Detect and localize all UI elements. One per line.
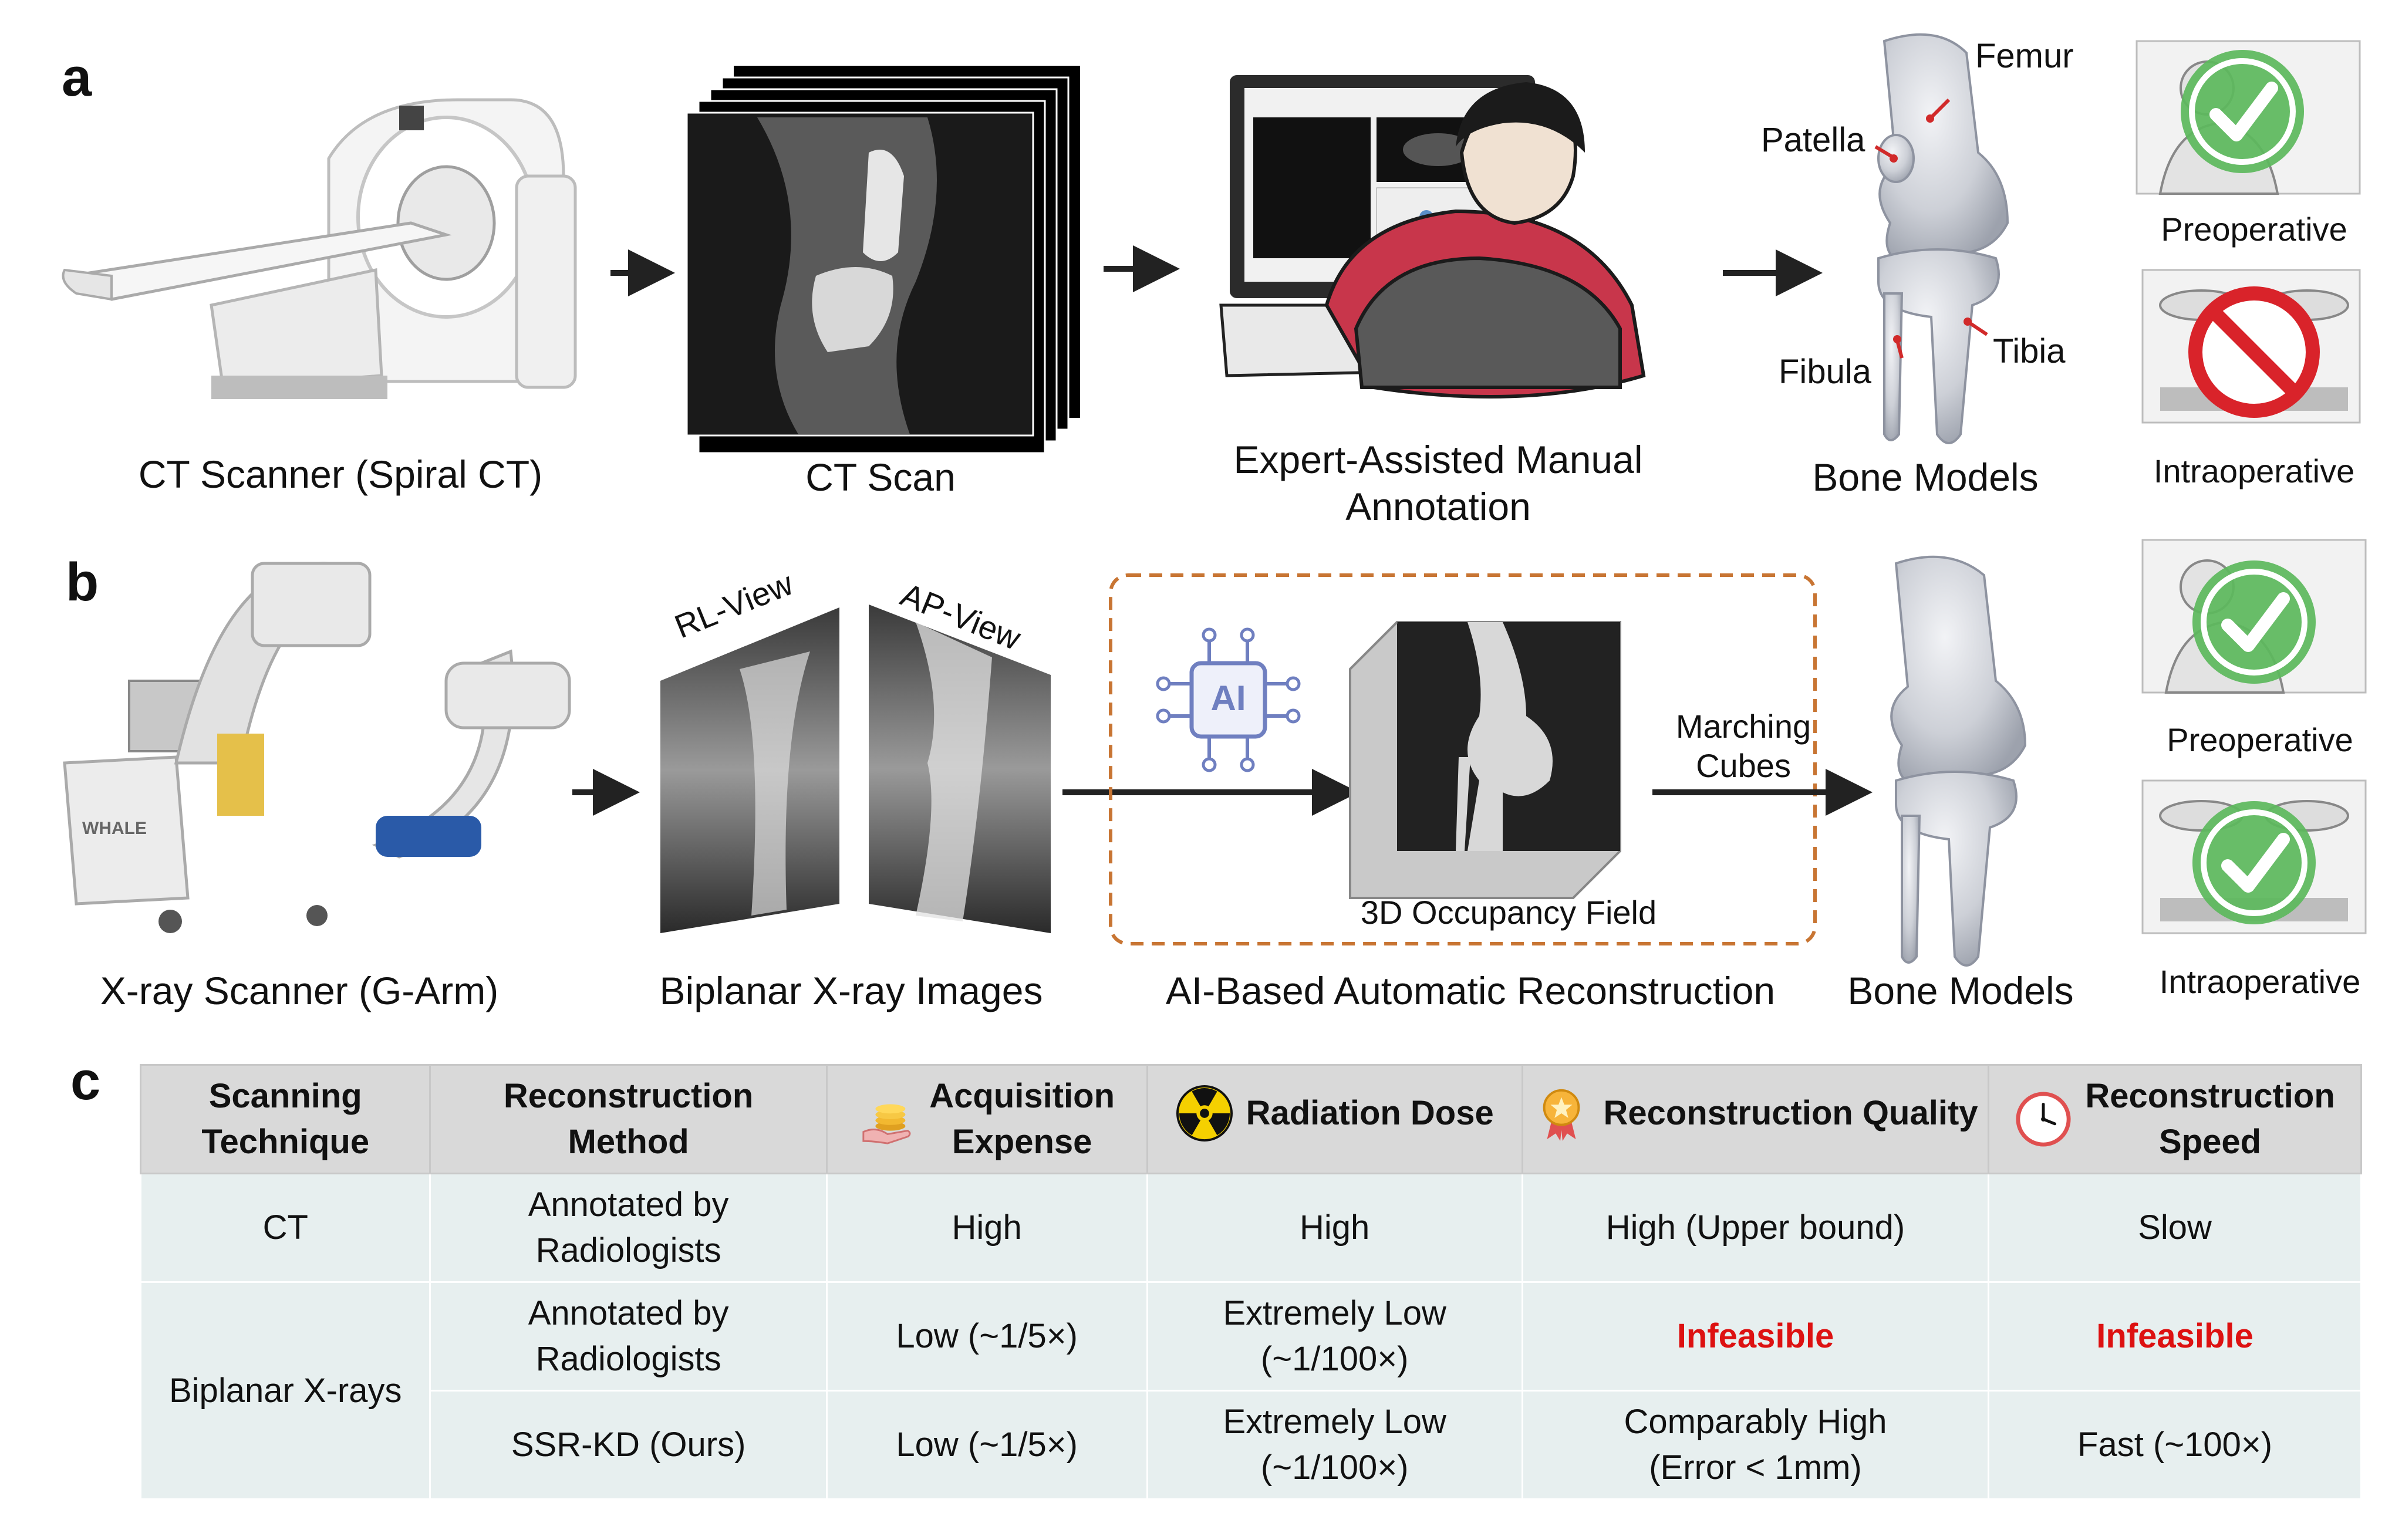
xray-scanner-caption: X-ray Scanner (G-Arm)	[100, 969, 499, 1012]
bone-models-caption-a: Bone Models	[1812, 455, 2039, 499]
cell-quality-xray-ours: Comparably High (Error < 1mm)	[1521, 1390, 1990, 1500]
cell-speed-xray-ours: Fast (~100×)	[1988, 1390, 2362, 1500]
bone-model-b	[1890, 555, 2027, 967]
cell-dose-xray-manual: Extremely Low (~1/100×)	[1146, 1281, 1523, 1392]
annotation-caption-line2: Annotation	[1345, 485, 1531, 528]
intraoperative-icon-b	[2141, 779, 2367, 934]
occupancy-field-caption: 3D Occupancy Field	[1360, 894, 1657, 931]
radiation-icon	[1176, 1085, 1233, 1142]
money-icon	[862, 1104, 911, 1144]
bone-model-a	[1874, 33, 2009, 444]
bone-models-caption-b: Bone Models	[1847, 969, 2074, 1012]
marching-cubes-line2: Cubes	[1696, 747, 1791, 784]
header-acquisition-expense: Acquisition Expense	[825, 1064, 1148, 1174]
intraoperative-caption-a: Intraoperative	[2153, 452, 2355, 489]
ct-scan-caption: CT Scan	[805, 455, 956, 499]
cell-expense-xray-manual: Low (~1/5×)	[825, 1281, 1148, 1392]
g-arm-xray-illustration	[63, 562, 571, 933]
cell-quality-xray-manual: Infeasible	[1521, 1281, 1990, 1392]
preoperative-icon-b	[2141, 539, 2367, 694]
patella-label: Patella	[1761, 121, 1865, 159]
cell-speed-ct: Slow	[1988, 1173, 2362, 1283]
fibula-label: Fibula	[1779, 353, 1871, 391]
comparison-table: Scanning Technique Reconstruction Method…	[139, 1064, 2362, 1500]
header-reconstruction-quality: Reconstruction Quality	[1521, 1064, 1990, 1174]
cell-technique-biplanar: Biplanar X-rays	[139, 1281, 431, 1500]
cell-method-xray-manual: Annotated by Radiologists	[429, 1281, 828, 1392]
biplanar-images-caption: Biplanar X-ray Images	[659, 969, 1043, 1012]
cell-method-ct: Annotated by Radiologists	[429, 1173, 828, 1283]
cell-technique-ct: CT	[139, 1173, 431, 1283]
preoperative-caption-b: Preoperative	[2167, 721, 2353, 758]
ai-chip-icon	[1156, 627, 1301, 772]
table-header-row: Scanning Technique Reconstruction Method…	[139, 1064, 2362, 1174]
cell-expense-xray-ours: Low (~1/5×)	[825, 1390, 1148, 1500]
ct-scan-stack	[686, 66, 1080, 454]
header-scanning-technique: Scanning Technique	[139, 1064, 431, 1174]
cell-dose-xray-ours: Extremely Low (~1/100×)	[1146, 1390, 1523, 1500]
table-row-xray-ours: SSR-KD (Ours) Low (~1/5×) Extremely Low …	[141, 1390, 2362, 1500]
occupancy-field-cube	[1349, 621, 1621, 899]
header-reconstruction-speed: Reconstruction Speed	[1988, 1064, 2362, 1174]
cell-dose-ct: High	[1146, 1173, 1523, 1283]
table-row-ct: CT Annotated by Radiologists High High H…	[139, 1173, 2362, 1283]
cell-speed-xray-manual: Infeasible	[1988, 1281, 2362, 1392]
intraoperative-icon-a	[2141, 269, 2361, 424]
ai-reconstruction-caption: AI-Based Automatic Reconstruction	[1165, 969, 1776, 1012]
rl-view-xray	[660, 607, 839, 933]
preoperative-caption-a: Preoperative	[2161, 211, 2347, 248]
panel-label-b: b	[66, 552, 99, 612]
panel-label-c: c	[70, 1051, 101, 1111]
header-radiation-dose: Radiation Dose	[1146, 1064, 1523, 1174]
femur-label: Femur	[1975, 37, 2074, 75]
panel-label-a: a	[62, 48, 92, 107]
header-reconstruction-method: Reconstruction Method	[429, 1064, 828, 1174]
tibia-label: Tibia	[1993, 332, 2066, 370]
cell-expense-ct: High	[825, 1173, 1148, 1283]
clock-icon	[2016, 1092, 2071, 1147]
preoperative-icon-a	[2136, 40, 2361, 195]
expert-annotation-illustration	[1219, 75, 1646, 398]
ct-scanner-illustration	[62, 98, 577, 399]
whale-brand-logo: WHALE	[82, 819, 147, 838]
ai-chip-text: AI	[1210, 678, 1246, 718]
cell-quality-ct: High (Upper bound)	[1521, 1173, 1990, 1283]
ct-scanner-caption: CT Scanner (Spiral CT)	[138, 452, 543, 496]
cell-method-xray-ours: SSR-KD (Ours)	[429, 1390, 828, 1500]
intraoperative-caption-b: Intraoperative	[2159, 963, 2361, 1000]
marching-cubes-line1: Marching	[1675, 708, 1811, 745]
award-medal-icon	[1543, 1089, 1580, 1142]
ap-view-xray	[869, 604, 1051, 933]
table-row-xray-manual: Biplanar X-rays Annotated by Radiologist…	[139, 1281, 2362, 1500]
annotation-caption-line1: Expert-Assisted Manual	[1233, 438, 1643, 481]
